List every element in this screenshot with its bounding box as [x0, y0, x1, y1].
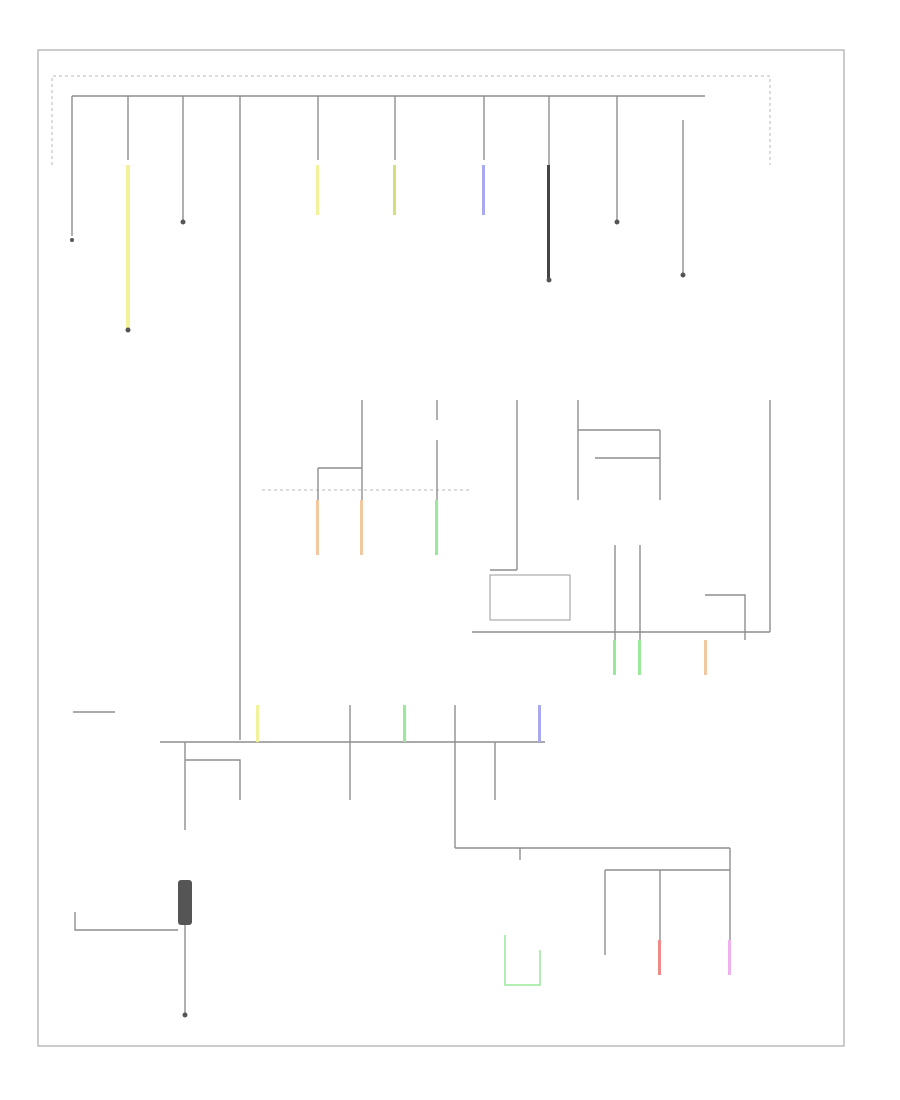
wire-yellow-green: [393, 165, 396, 215]
middle-wires: [317, 400, 771, 640]
wire-red: [658, 940, 661, 975]
wire-orange-1: [316, 500, 319, 555]
wire-green-4: [403, 705, 406, 742]
battery-wires: [74, 912, 186, 1015]
top-fuse-box-outline: [51, 75, 771, 165]
wire-black: [547, 165, 550, 280]
wire-pink: [728, 940, 731, 975]
wire-yellow-long: [126, 165, 130, 330]
diagram-frame: [37, 49, 845, 1047]
battery-icon: [178, 880, 192, 925]
wire-yellow-3: [256, 705, 259, 742]
wire-blue-2: [538, 705, 541, 742]
wire-blue: [482, 165, 485, 215]
wire-yellow-2: [316, 165, 319, 215]
relay-box: [489, 574, 571, 621]
wire-orange-2: [360, 500, 363, 555]
wire-orange-3: [704, 640, 707, 675]
wire-green-1: [435, 500, 438, 555]
lower-bus-wire: [73, 705, 731, 960]
top-drop-wires: [71, 96, 684, 740]
wire-green-3: [638, 640, 641, 675]
wire-green-2: [613, 640, 616, 675]
top-terminal-dots: [70, 219, 686, 333]
ground-dot: [182, 1012, 188, 1018]
wire-green-loop: [504, 935, 541, 986]
